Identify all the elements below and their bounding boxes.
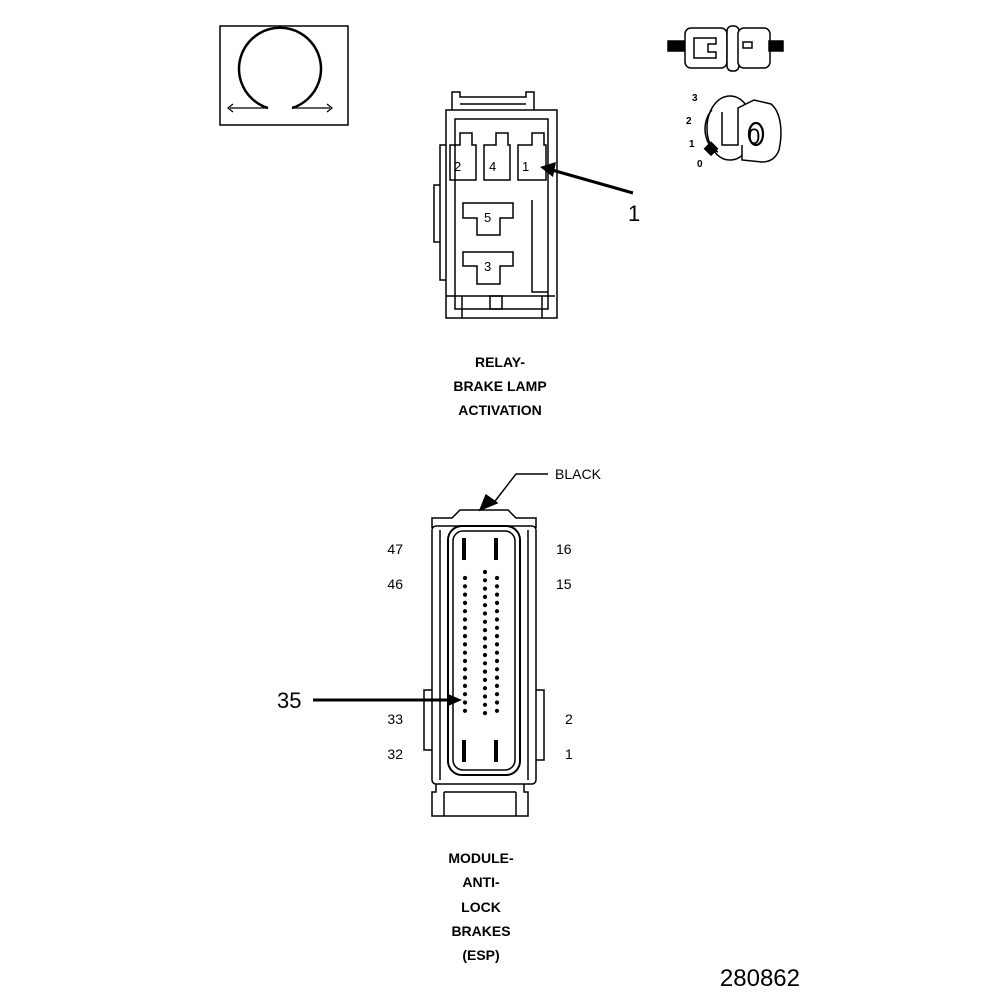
abs-pin-cavity	[482, 628, 488, 633]
abs-pin-cavity	[462, 592, 468, 597]
abs-pin-cavity	[462, 675, 468, 680]
abs-pin-cavity	[482, 619, 488, 624]
abs-color-label: BLACK	[555, 466, 602, 482]
abs-pin-cavity	[494, 634, 500, 639]
abs-callout-arrow	[313, 694, 462, 706]
abs-pin-1: 1	[565, 746, 573, 762]
abs-pin-cavity	[494, 609, 500, 614]
abs-pin-cavity	[462, 667, 468, 672]
abs-pin-cavity	[494, 642, 500, 647]
abs-pin-cavity	[482, 603, 488, 608]
relay-label-line-1: RELAY-	[475, 354, 525, 370]
abs-pin-cavity	[462, 650, 468, 655]
abs-pin-cavity	[494, 625, 500, 630]
abs-pin-cavity	[494, 592, 500, 597]
abs-pin-15: 15	[556, 576, 572, 592]
abs-callout-number: 35	[277, 688, 301, 713]
abs-pin-2: 2	[565, 711, 573, 727]
relay-callout-number: 1	[628, 201, 640, 226]
abs-pin-cavity	[494, 675, 500, 680]
figure-id: 280862	[720, 965, 800, 992]
relay-cavity-1: 1	[522, 159, 529, 174]
key-letter: 0	[748, 124, 760, 149]
abs-pin-cavity	[462, 658, 468, 664]
key-position-3: 3	[692, 93, 698, 104]
abs-pin-cavity	[462, 600, 468, 606]
abs-pin-cavity	[482, 702, 488, 707]
abs-pin-cavity	[482, 694, 488, 699]
connector-disconnected-icon	[667, 25, 784, 72]
relay-label-line-2: BRAKE LAMP	[453, 378, 546, 394]
relay-cavity-3: 3	[484, 259, 491, 274]
abs-pin-cavity	[462, 692, 468, 697]
abs-pin-46: 46	[387, 576, 403, 592]
abs-pin-cavity	[462, 575, 468, 581]
abs-pin-cavity	[494, 658, 500, 664]
abs-pin-cavity	[482, 586, 488, 591]
module-label-line-2: ANTI-	[462, 874, 500, 890]
abs-pin-cavity	[494, 700, 500, 705]
module-label-line-5: (ESP)	[462, 947, 499, 963]
abs-pin-cavity	[482, 661, 488, 666]
abs-pin-cavity	[494, 667, 500, 672]
abs-pin-cavity	[482, 686, 488, 691]
ohm-icon	[219, 25, 349, 126]
relay-cavity-4: 4	[489, 159, 496, 174]
abs-pin-cavity	[494, 584, 500, 589]
abs-pin-cavity	[462, 609, 468, 614]
relay-label-line-3: ACTIVATION	[458, 402, 541, 418]
abs-pin-cavity	[482, 652, 488, 658]
abs-pin-33: 33	[387, 711, 403, 727]
module-label-line-3: LOCK	[461, 899, 501, 915]
abs-pin-16: 16	[556, 541, 572, 557]
abs-pin-cavity	[482, 569, 488, 575]
module-label-line-1: MODULE-	[448, 850, 514, 866]
abs-pin-cavity	[482, 594, 488, 600]
abs-pin-cavity	[494, 683, 500, 689]
abs-pin-cavity	[494, 708, 500, 713]
abs-pin-cavity	[482, 611, 488, 616]
key-position-0: 0	[697, 159, 703, 170]
abs-pin-cavity	[494, 575, 500, 581]
abs-pin-cavity	[494, 692, 500, 697]
ignition-key-icon	[703, 95, 782, 163]
abs-pin-cavity	[494, 650, 500, 655]
module-label-line-4: BRAKES	[451, 923, 510, 939]
abs-pin-cavity	[462, 625, 468, 630]
relay-callout-arrow	[540, 162, 634, 195]
abs-pin-cavity	[462, 700, 468, 705]
abs-pin-cavity	[482, 578, 488, 583]
relay-cavity-2: 2	[454, 159, 461, 174]
abs-pin-cavity	[494, 617, 500, 622]
abs-module-connector	[423, 473, 548, 817]
abs-pin-cavity	[462, 683, 468, 689]
abs-pin-cavity	[482, 636, 488, 641]
abs-pin-47: 47	[387, 541, 403, 557]
key-position-1: 1	[689, 139, 695, 150]
abs-pin-cavity	[462, 584, 468, 589]
abs-pin-cavity	[482, 711, 488, 716]
abs-pin-32: 32	[387, 746, 403, 762]
abs-pin-cavity	[482, 677, 488, 683]
abs-pin-dots	[462, 569, 500, 716]
abs-pin-cavity	[462, 708, 468, 713]
abs-pin-cavity	[462, 642, 468, 647]
relay-connector	[433, 91, 558, 319]
abs-pin-cavity	[462, 617, 468, 622]
abs-pin-cavity	[482, 644, 488, 649]
abs-pin-cavity	[462, 634, 468, 639]
key-position-2: 2	[686, 116, 692, 127]
abs-pin-cavity	[494, 600, 500, 606]
abs-pin-cavity	[482, 669, 488, 674]
relay-cavity-5: 5	[484, 210, 491, 225]
